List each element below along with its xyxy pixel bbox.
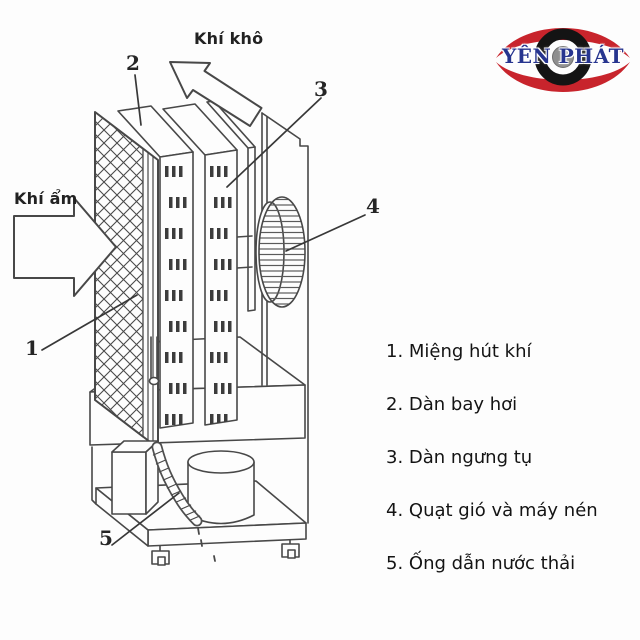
dry-air-arrow [169,61,263,127]
callout-4: 4 [366,194,380,218]
fan-drum [251,196,306,308]
compressor-box [111,440,159,515]
logo-eye-graphic [496,28,630,92]
cabinet-right-wall [261,112,309,524]
parts-legend: 1. Miệng hút khí 2. Dàn bay hơi 3. Dàn n… [386,342,598,574]
yen-phat-logo: YÊN PHÁT [493,10,633,98]
callout-1: 1 [25,336,39,360]
logo-eye-upper-arc [496,28,630,58]
logo-eye-ring [534,28,592,86]
evaporator-coil [117,105,194,429]
logo-eye-lower-arc [496,62,630,92]
mesh-filter [94,111,159,449]
legend-item-5: 5. Ống dẫn nước thải [386,553,576,574]
legend-item-3: 3. Dàn ngưng tụ [386,447,533,468]
callout-3: 3 [314,77,328,101]
drain-fitting [148,336,160,386]
water-bucket [187,450,255,525]
legend-item-2: 2. Dàn bay hơi [386,394,518,415]
legend-item-1: 1. Miệng hút khí [386,341,532,362]
dry-air-label: Khí khô [194,29,264,48]
humid-air-arrow [13,197,117,297]
condenser-coil [162,103,238,426]
leader-lines [41,74,366,546]
legend-item-4: 4. Quạt gió và máy nén [386,500,598,521]
callout-5: 5 [99,526,113,550]
logo-eye-pupil [552,46,574,68]
casters [151,539,300,566]
callout-2: 2 [126,51,140,75]
drain-hose [151,441,216,562]
logo-text: YÊN PHÁT [501,44,624,68]
humid-air-label: Khí ẩm [14,189,78,208]
